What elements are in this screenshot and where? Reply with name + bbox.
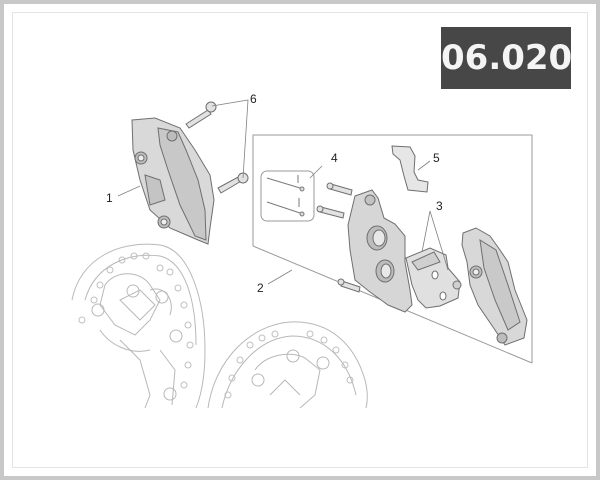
callout-4: 4 [331,151,338,165]
caliper-half-part-2 [347,189,413,313]
caliper-part-1 [131,117,215,245]
callout-1: 1 [106,191,113,205]
brake-disc-left [71,243,206,409]
callout-2: 2 [257,281,264,295]
brake-pads-part-3 [405,247,462,309]
brake-disc-right [207,321,368,409]
screws-part-6 [185,101,249,194]
page-code-badge: 06.020 [441,27,572,89]
callout-5: 5 [433,151,440,165]
caliper-half-right [461,227,528,346]
leader-lines [117,99,449,285]
callout-6: 6 [250,92,257,106]
pins-part-4 [260,170,315,222]
spring-clip-part-5 [391,145,429,193]
callout-3: 3 [436,199,443,213]
bolts-group-2 [316,182,361,293]
